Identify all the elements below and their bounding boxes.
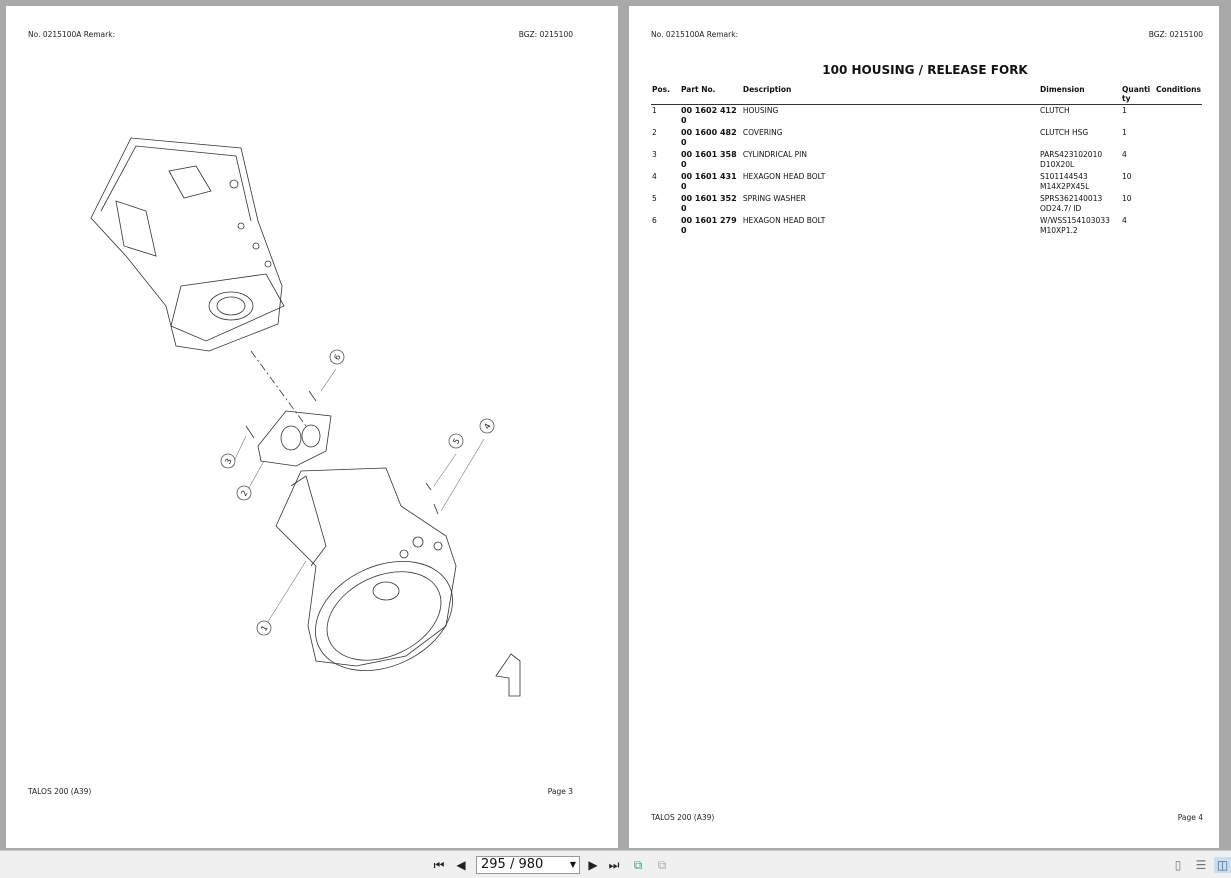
quantity-cell: 1 xyxy=(1121,127,1127,137)
cover-drawing xyxy=(257,410,332,467)
page-number: Page 3 xyxy=(547,787,573,796)
callout-3: 3 xyxy=(223,457,233,466)
header-right: BGZ: 0215100 xyxy=(518,30,573,39)
left-page: No. 0215100A Remark: BGZ: 0215100 1 2 3 … xyxy=(6,6,618,848)
dimension-cell: SPRS362140013 OD24.7/ ID xyxy=(1040,193,1103,214)
conditions-cell xyxy=(1155,193,1202,215)
last-page-icon: ⏭ xyxy=(608,857,620,872)
previous-page-button[interactable]: ◀ xyxy=(454,857,468,873)
table-header: Pos. Part No. Description Dimension Quan… xyxy=(651,85,1202,105)
conditions-cell xyxy=(1155,149,1202,171)
footer-left: TALOS 200 (A39) xyxy=(651,813,715,822)
callout-5: 5 xyxy=(451,437,461,446)
right-page: No. 0215100A Remark: BGZ: 0215100 100 HO… xyxy=(629,6,1219,848)
two-page-icon: ◫ xyxy=(1216,858,1229,872)
part-no-cell: 00 1601 431 0 xyxy=(680,171,737,192)
page-import-icon: ⧉ xyxy=(657,857,667,872)
description-cell: CYLINDRICAL PIN xyxy=(742,149,808,159)
page-number: Page 4 xyxy=(1177,813,1203,822)
section-title: 100 HOUSING / RELEASE FORK xyxy=(822,63,1028,77)
orientation-arrows xyxy=(495,653,521,697)
next-page-button[interactable]: ▶ xyxy=(586,857,600,873)
page-import-button[interactable]: ⧉ xyxy=(654,857,670,873)
quantity-cell: 10 xyxy=(1121,171,1132,181)
table-row: 4 00 1601 431 0 HEXAGON HEAD BOLT S10114454… xyxy=(651,171,1202,193)
conditions-cell xyxy=(1155,171,1202,193)
part-no-cell: 00 1601 279 0 xyxy=(680,215,737,236)
continuous-icon: ☰ xyxy=(1195,858,1207,872)
conditions-cell xyxy=(1155,127,1202,149)
continuous-view-button[interactable]: ☰ xyxy=(1193,857,1209,873)
callout-balloons xyxy=(220,349,495,636)
page-export-icon: ⧉ xyxy=(633,857,643,872)
callout-6: 6 xyxy=(332,353,342,362)
navigation-toolbar: ⏮ ◀ 295 / 980 ▼ ▶ ⏭ ⧉ ⧉ ▯ ☰ ◫ xyxy=(0,850,1231,878)
table-row: 6 00 1601 279 0 HEXAGON HEAD BOLT W/WSS1541… xyxy=(651,215,1202,237)
pos-cell: 4 xyxy=(652,171,657,181)
col-pos: Pos. xyxy=(651,85,680,105)
header-right: BGZ: 0215100 xyxy=(1148,30,1203,39)
dropdown-arrow-icon[interactable]: ▼ xyxy=(569,860,576,869)
first-page-icon: ⏮ xyxy=(433,857,445,872)
pos-cell: 5 xyxy=(652,193,657,203)
single-page-view-button[interactable]: ▯ xyxy=(1170,857,1186,873)
page-number-input[interactable]: 295 / 980 ▼ xyxy=(476,856,580,874)
conditions-cell xyxy=(1155,215,1202,237)
col-quantity: Quanti ty xyxy=(1120,85,1155,105)
two-page-view-button[interactable]: ◫ xyxy=(1214,857,1231,873)
rotate-button[interactable]: ⧉ xyxy=(630,857,646,873)
quantity-cell: 10 xyxy=(1121,193,1132,203)
dimension-cell: W/WSS154103033 M10XP1.2 xyxy=(1040,215,1110,236)
part-no-cell: 00 1601 352 0 xyxy=(680,193,737,214)
next-icon: ▶ xyxy=(588,858,598,872)
header-left: No. 0215100A Remark: xyxy=(651,30,739,39)
description-cell: HOUSING xyxy=(742,105,779,115)
table-row: 5 00 1601 352 0 SPRING WASHER SPRS362140013… xyxy=(651,193,1202,215)
footer-left: TALOS 200 (A39) xyxy=(28,787,92,796)
single-page-icon: ▯ xyxy=(1174,858,1182,872)
dimension-cell: S101144543 M14X2PX45L xyxy=(1040,171,1090,192)
description-cell: HEXAGON HEAD BOLT xyxy=(742,171,826,181)
previous-icon: ◀ xyxy=(456,858,466,872)
pos-cell: 3 xyxy=(652,149,657,159)
part-no-cell: 00 1601 358 0 xyxy=(680,149,737,170)
pos-cell: 1 xyxy=(652,105,657,115)
dimension-cell: CLUTCH HSG xyxy=(1040,127,1089,137)
col-description: Description xyxy=(741,85,1040,105)
description-cell: HEXAGON HEAD BOLT xyxy=(742,215,826,225)
callout-1: 1 xyxy=(259,624,269,633)
col-dimension: Dimension xyxy=(1039,85,1121,105)
dimension-cell: PARS423102010 D10X20L xyxy=(1040,149,1103,170)
parts-table: Pos. Part No. Description Dimension Quan… xyxy=(651,85,1202,237)
header-left: No. 0215100A Remark: xyxy=(28,30,116,39)
part-no-cell: 00 1600 482 0 xyxy=(680,127,737,148)
exploded-parts-diagram: 1 2 3 4 5 6 xyxy=(90,137,521,697)
lower-housing-drawing xyxy=(275,467,457,671)
callout-4: 4 xyxy=(482,422,492,431)
conditions-cell xyxy=(1155,104,1202,127)
first-page-button[interactable]: ⏮ xyxy=(431,857,447,873)
page-value: 295 / 980 xyxy=(481,857,544,872)
upper-housing-drawing xyxy=(90,137,285,352)
pos-cell: 6 xyxy=(652,215,657,225)
last-page-button[interactable]: ⏭ xyxy=(606,857,622,873)
quantity-cell: 4 xyxy=(1121,215,1127,225)
dimension-cell: CLUTCH xyxy=(1040,105,1070,115)
col-conditions: Conditions xyxy=(1154,85,1202,105)
quantity-cell: 4 xyxy=(1121,149,1127,159)
quantity-cell: 1 xyxy=(1121,105,1127,115)
description-cell: SPRING WASHER xyxy=(742,193,806,203)
part-no-cell: 00 1602 412 0 xyxy=(680,105,737,126)
table-row: 2 00 1600 482 0 COVERING CLUTCH HSG 1 xyxy=(651,127,1202,149)
pos-cell: 2 xyxy=(652,127,657,137)
callout-2: 2 xyxy=(239,489,249,498)
col-part-no: Part No. xyxy=(679,85,742,105)
table-row: 1 00 1602 412 0 HOUSING CLUTCH 1 xyxy=(651,104,1202,127)
table-row: 3 00 1601 358 0 CYLINDRICAL PIN PARS4231020… xyxy=(651,149,1202,171)
description-cell: COVERING xyxy=(742,127,783,137)
